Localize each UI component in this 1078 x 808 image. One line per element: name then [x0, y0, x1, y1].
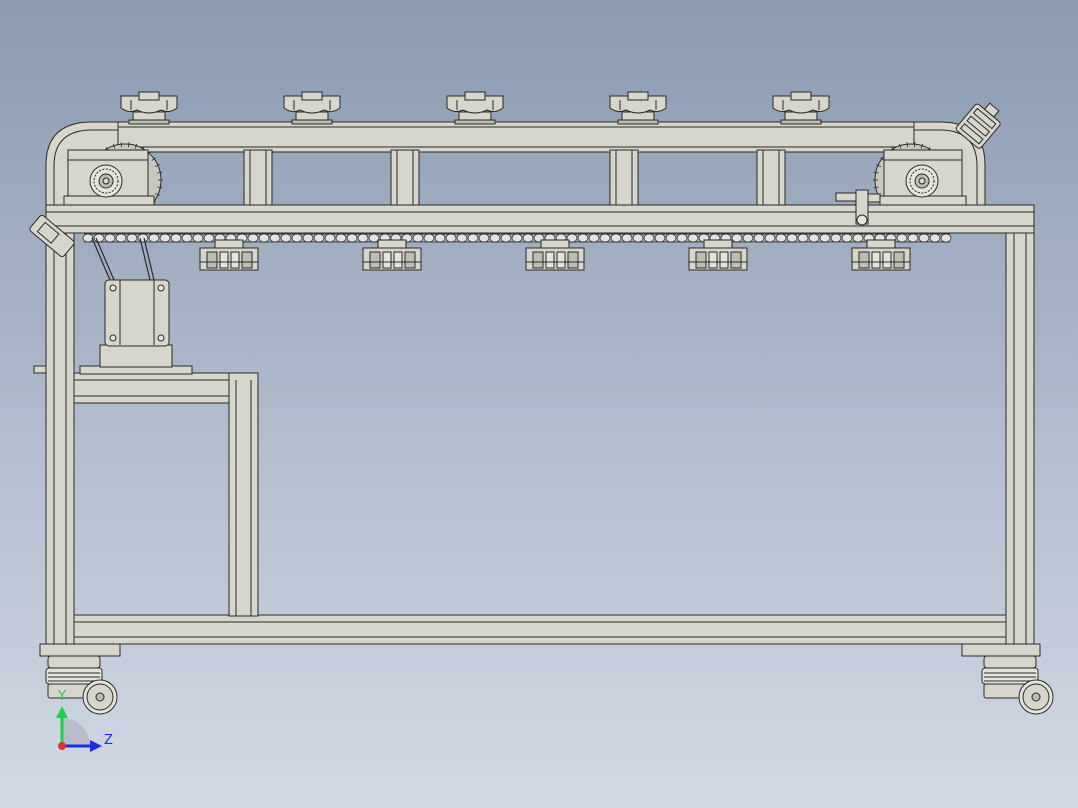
- drive-belt: [91, 237, 155, 281]
- chain-fixtures[interactable]: [199, 239, 911, 271]
- top-rail-posts: [243, 149, 786, 207]
- bottom-beam[interactable]: [73, 614, 1007, 645]
- coordinate-triad: Y Z: [56, 689, 113, 752]
- clamp-knobs[interactable]: [120, 91, 830, 125]
- triad-z-label: Z: [104, 733, 113, 748]
- clamp-knob[interactable]: [772, 91, 830, 125]
- chain-tensioner-screw[interactable]: [835, 189, 881, 226]
- motor-support-frame[interactable]: [73, 372, 259, 617]
- side-bolt: [33, 365, 47, 374]
- clamp-knob[interactable]: [283, 91, 341, 125]
- right-bearing-housing[interactable]: [879, 149, 967, 207]
- clamp-knob[interactable]: [120, 91, 178, 125]
- caster-wheel[interactable]: [981, 655, 1054, 715]
- left-base-plate: [39, 643, 121, 657]
- stepper-motor[interactable]: [99, 279, 173, 368]
- top-rail[interactable]: [111, 121, 921, 153]
- caster-wheel[interactable]: [45, 655, 118, 715]
- left-angle-clamp[interactable]: [29, 214, 76, 258]
- chain-fixture[interactable]: [525, 239, 585, 271]
- chain-fixture[interactable]: [199, 239, 259, 271]
- conveyor-assembly[interactable]: [29, 91, 1054, 715]
- chain-fixture[interactable]: [362, 239, 422, 271]
- right-frame-post[interactable]: [1005, 232, 1035, 645]
- tensioner-knob[interactable]: [955, 97, 1007, 150]
- main-beam[interactable]: [45, 204, 1035, 234]
- caster-wheels[interactable]: [45, 655, 1054, 715]
- chain-fixture[interactable]: [688, 239, 748, 271]
- right-base-plate: [961, 643, 1041, 657]
- clamp-knob[interactable]: [446, 91, 504, 125]
- clamp-knob[interactable]: [609, 91, 667, 125]
- left-frame-post[interactable]: [45, 232, 75, 645]
- triad-y-label: Y: [57, 689, 66, 704]
- left-bearing-housing[interactable]: [63, 149, 155, 207]
- chain-fixture[interactable]: [851, 239, 911, 271]
